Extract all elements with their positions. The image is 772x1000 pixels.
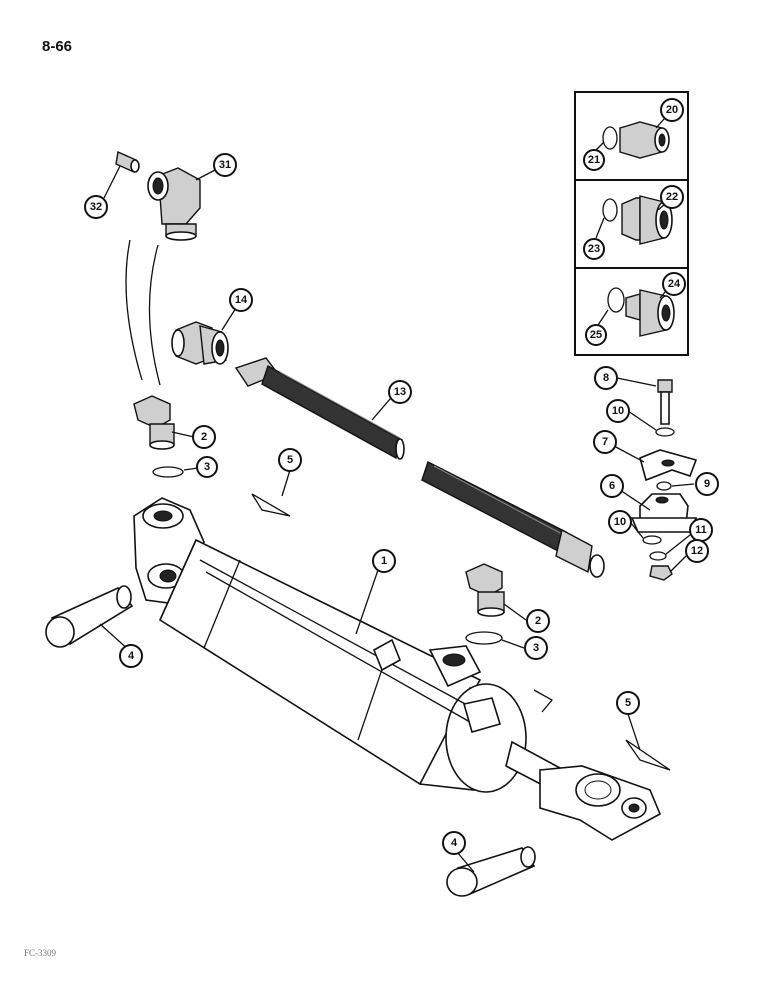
- callout-22: 22: [660, 185, 684, 209]
- svg-text:4: 4: [128, 650, 135, 662]
- svg-text:1: 1: [381, 555, 387, 567]
- callout-12: 12: [685, 539, 709, 563]
- svg-text:23: 23: [588, 243, 600, 255]
- svg-text:10: 10: [614, 516, 626, 528]
- part-1-hydraulic-cylinder: [133, 497, 662, 841]
- svg-text:2: 2: [535, 615, 541, 627]
- svg-text:3: 3: [533, 642, 539, 654]
- svg-text:7: 7: [602, 436, 608, 448]
- clamp-hardware: [630, 379, 698, 581]
- svg-text:3: 3: [204, 461, 210, 473]
- svg-text:25: 25: [590, 329, 602, 341]
- svg-text:21: 21: [588, 154, 600, 166]
- fitting-20: [602, 121, 670, 159]
- svg-text:31: 31: [219, 159, 231, 171]
- callout-3-upper: 3: [196, 456, 218, 478]
- callout-31: 31: [213, 153, 237, 177]
- svg-text:14: 14: [235, 294, 248, 306]
- callout-10-upper: 10: [606, 399, 630, 423]
- svg-text:5: 5: [287, 454, 293, 466]
- svg-text:13: 13: [394, 386, 406, 398]
- callout-23: 23: [583, 238, 605, 260]
- callout-4-left: 4: [119, 644, 143, 668]
- callout-11: 11: [689, 518, 713, 542]
- svg-text:9: 9: [704, 478, 710, 490]
- svg-text:8: 8: [603, 372, 609, 384]
- figure-code: FC-3309: [24, 948, 57, 958]
- part-3-oring-upper: [152, 466, 184, 478]
- callout-10-lower: 10: [608, 510, 632, 534]
- callout-14: 14: [229, 288, 253, 312]
- fitting-24: [607, 287, 675, 337]
- callout-32: 32: [84, 195, 108, 219]
- svg-text:24: 24: [668, 278, 681, 290]
- svg-text:32: 32: [90, 201, 102, 213]
- callout-2-lower: 2: [526, 609, 550, 633]
- callout-1: 1: [372, 549, 396, 573]
- part-5-pin-lower: [625, 739, 671, 771]
- callout-9: 9: [695, 472, 719, 496]
- svg-text:22: 22: [666, 191, 678, 203]
- fittings-inset-box: [574, 91, 689, 356]
- svg-text:2: 2: [201, 431, 207, 443]
- svg-text:12: 12: [691, 545, 703, 557]
- callout-20: 20: [660, 98, 684, 122]
- callout-2-upper: 2: [192, 425, 216, 449]
- part-5-pin-upper: [251, 493, 291, 517]
- svg-text:20: 20: [666, 104, 678, 116]
- page-number: 8-66: [42, 38, 73, 55]
- part-3-oring-lower: [465, 631, 503, 645]
- part-2-elbow-lower: [465, 563, 505, 617]
- part-32-fitting: [115, 150, 140, 174]
- part-4-pin-left: [45, 585, 134, 648]
- svg-text:6: 6: [609, 480, 615, 492]
- callout-24: 24: [662, 272, 686, 296]
- callout-13: 13: [388, 380, 412, 404]
- callout-25: 25: [585, 324, 607, 346]
- callout-21: 21: [583, 149, 605, 171]
- callout-3-lower: 3: [524, 636, 548, 660]
- part-2-elbow-upper: [133, 395, 175, 450]
- callout-6: 6: [600, 474, 624, 498]
- fitting-22: [602, 195, 673, 245]
- svg-text:10: 10: [612, 405, 624, 417]
- callout-8: 8: [594, 366, 618, 390]
- callout-5-upper: 5: [278, 448, 302, 472]
- leader-lines: [99, 109, 695, 873]
- part-4-pin-lower: [446, 846, 536, 897]
- svg-text:11: 11: [695, 524, 707, 536]
- callout-4-lower: 4: [442, 831, 466, 855]
- callout-5-lower: 5: [616, 691, 640, 715]
- svg-text:4: 4: [451, 837, 458, 849]
- part-14-adapter: [171, 321, 229, 365]
- svg-text:5: 5: [625, 697, 631, 709]
- part-13-hose: [234, 357, 605, 578]
- callout-7: 7: [593, 430, 617, 454]
- part-31-elbow: [147, 167, 201, 241]
